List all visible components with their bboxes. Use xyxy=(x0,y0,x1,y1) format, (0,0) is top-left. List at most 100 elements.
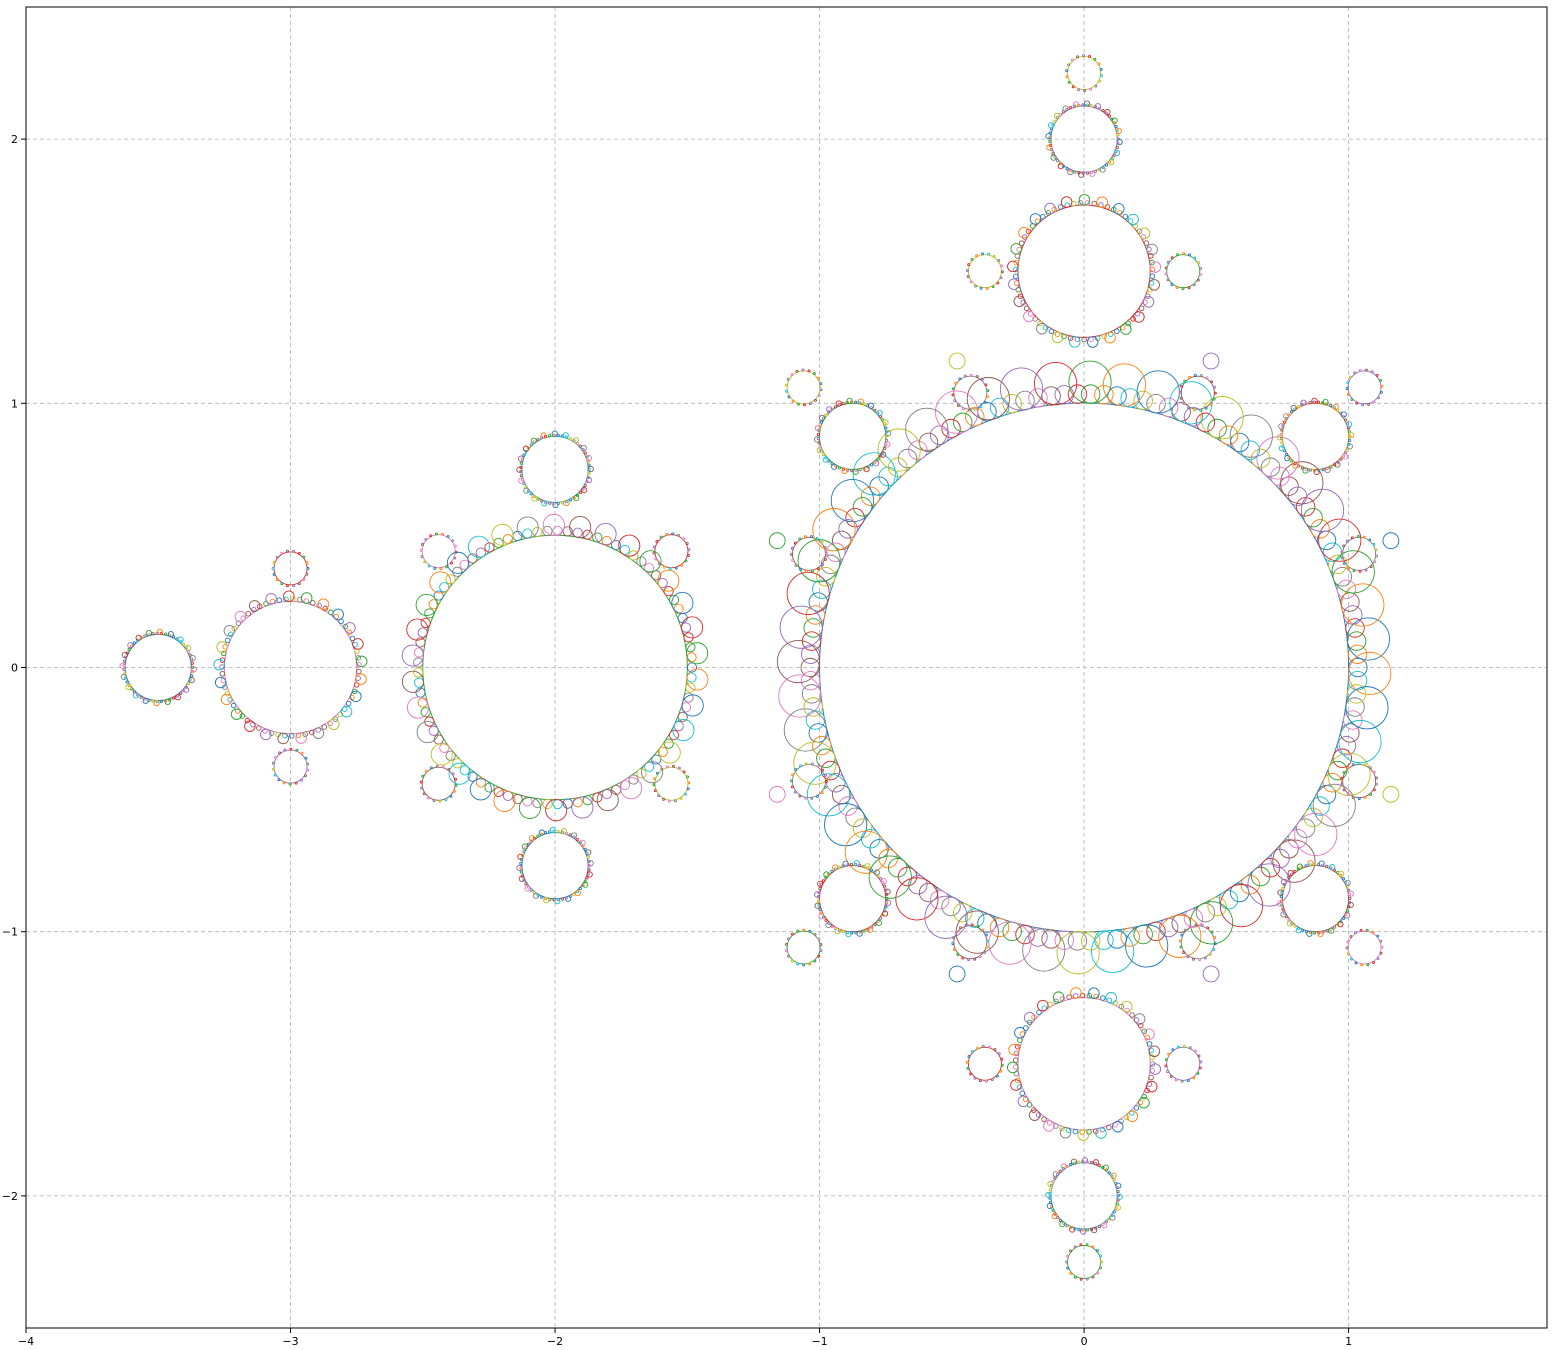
small-circle-mark xyxy=(662,565,666,569)
small-circle-mark xyxy=(1022,928,1066,972)
small-circle-mark xyxy=(975,375,979,379)
small-circle-mark xyxy=(580,445,587,452)
small-circle-mark xyxy=(825,779,828,783)
small-circle-mark xyxy=(156,628,164,635)
small-circle-mark xyxy=(273,773,277,777)
small-circle-mark xyxy=(1380,384,1384,388)
small-circle-mark xyxy=(1149,1054,1155,1060)
small-circle-mark xyxy=(1379,939,1383,943)
small-circle-mark xyxy=(1104,108,1111,116)
small-circle-mark xyxy=(304,756,308,760)
small-circle-mark xyxy=(1141,1093,1147,1100)
small-circle-mark xyxy=(1018,240,1025,246)
small-circle-mark xyxy=(665,765,669,769)
small-circle-mark xyxy=(224,690,231,697)
small-circle-mark xyxy=(1179,945,1183,949)
small-circle-mark xyxy=(1097,62,1101,66)
small-circle-mark xyxy=(1048,1188,1053,1192)
small-circle-mark xyxy=(288,733,295,739)
small-circle-mark xyxy=(841,929,846,934)
small-circle-mark xyxy=(1044,202,1056,215)
small-circle-mark xyxy=(869,868,873,872)
small-circle-mark xyxy=(536,834,540,838)
small-circle-mark xyxy=(1072,101,1079,108)
small-circle-mark xyxy=(1247,863,1291,907)
small-circle-mark xyxy=(1097,1163,1101,1167)
small-circle-mark xyxy=(1046,1202,1053,1210)
small-circle-mark xyxy=(1376,957,1380,960)
small-circle-mark xyxy=(1178,390,1182,394)
small-circle-mark xyxy=(820,791,824,795)
small-circle-mark xyxy=(223,624,236,637)
small-circle-mark xyxy=(1036,322,1048,335)
small-circle-mark xyxy=(1133,311,1145,323)
small-circle-mark xyxy=(684,792,687,796)
small-circle-mark xyxy=(1013,1050,1020,1057)
small-circle-mark xyxy=(683,692,694,703)
small-circle-mark xyxy=(1193,256,1197,260)
small-circle-mark xyxy=(569,516,592,539)
small-circle-mark xyxy=(1115,145,1119,149)
small-circle-mark xyxy=(1073,170,1077,174)
small-circle-mark xyxy=(857,398,864,405)
small-circle-mark xyxy=(869,476,889,496)
small-circle-mark xyxy=(1059,1221,1066,1228)
small-circle-mark xyxy=(272,572,276,576)
small-circle-mark xyxy=(653,777,657,781)
small-circle-mark xyxy=(1000,1063,1004,1067)
small-circle-mark xyxy=(800,657,821,678)
small-circle-mark xyxy=(529,835,536,842)
small-circle-mark xyxy=(973,957,977,961)
small-circle-mark xyxy=(531,495,538,502)
small-circle-mark xyxy=(439,742,450,753)
small-circle-mark xyxy=(401,670,424,693)
small-circle-mark xyxy=(1336,735,1357,756)
small-circle-mark xyxy=(1343,561,1346,565)
small-circle-mark xyxy=(230,708,243,720)
small-circle-mark xyxy=(1346,421,1353,428)
small-circle-mark xyxy=(639,550,662,573)
small-circle-mark xyxy=(1310,519,1330,539)
small-circle-mark xyxy=(1367,403,1371,406)
small-circle-mark xyxy=(813,436,821,443)
small-circle-mark xyxy=(522,878,526,882)
small-circle-mark xyxy=(1183,407,1204,427)
small-circle-mark xyxy=(491,523,514,546)
small-circle-mark xyxy=(995,1074,999,1078)
small-circle-mark xyxy=(1166,1070,1170,1074)
small-circle-mark xyxy=(1199,374,1203,378)
small-circle-mark xyxy=(451,539,455,543)
small-circle-mark xyxy=(306,768,310,772)
small-circle-mark xyxy=(1348,375,1352,379)
small-circle-mark xyxy=(999,1069,1003,1073)
small-circle-mark xyxy=(1361,403,1365,407)
small-circle-mark xyxy=(1115,127,1122,134)
small-circle-mark xyxy=(1081,1157,1089,1164)
small-circle-mark xyxy=(820,911,824,915)
small-circle-mark xyxy=(964,923,968,927)
small-circle-mark xyxy=(795,369,799,373)
small-circle-mark xyxy=(1126,1110,1139,1123)
circle-mark xyxy=(953,925,988,960)
small-circle-mark xyxy=(420,617,431,628)
small-circle-mark xyxy=(808,402,812,406)
small-circle-mark xyxy=(1097,1224,1102,1229)
small-circle-mark xyxy=(796,402,800,406)
small-circle-mark xyxy=(1213,936,1217,939)
small-circle-mark xyxy=(1341,916,1346,920)
x-tick-label: −4 xyxy=(18,1335,34,1348)
small-circle-mark xyxy=(1229,414,1273,458)
small-circle-mark xyxy=(1183,908,1204,928)
small-circle-mark xyxy=(655,540,659,543)
small-circle-mark xyxy=(1198,958,1202,962)
small-circle-mark xyxy=(123,659,127,663)
small-circle-mark xyxy=(1316,400,1321,404)
small-circle-mark xyxy=(594,523,617,546)
small-circle-mark xyxy=(1085,171,1089,175)
small-circle-mark xyxy=(965,407,985,427)
small-circle-mark xyxy=(825,921,832,928)
small-circle-mark xyxy=(1176,1045,1180,1049)
small-circle-mark xyxy=(1354,961,1358,965)
small-circle-mark xyxy=(1346,793,1350,797)
small-circle-mark xyxy=(1130,316,1136,322)
